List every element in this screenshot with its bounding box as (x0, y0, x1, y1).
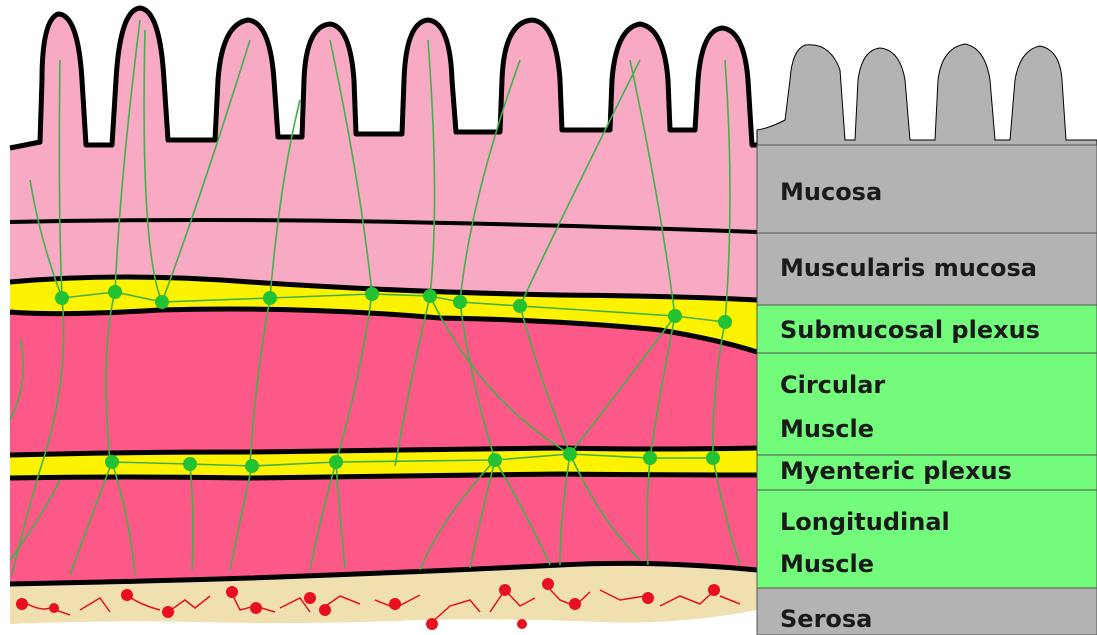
label-circular-muscle-line1: Circular (780, 371, 885, 399)
label-myenteric-plexus: Myenteric plexus (780, 457, 1012, 485)
label-longitudinal-muscle-line1: Longitudinal (780, 508, 950, 536)
label-submucosal-plexus: Submucosal plexus (780, 316, 1040, 344)
tissue-illustration (10, 8, 757, 630)
layer-legend: Mucosa Muscularis mucosa Submucosal plex… (757, 44, 1097, 635)
label-mucosa: Mucosa (780, 178, 882, 206)
label-muscularis-mucosa: Muscularis mucosa (780, 254, 1037, 282)
mucosa-layer (10, 8, 757, 300)
legend-villi-silhouette (757, 44, 1097, 145)
label-circular-muscle-line2: Muscle (780, 415, 874, 443)
label-serosa: Serosa (780, 605, 872, 633)
label-longitudinal-muscle-line2: Muscle (780, 550, 874, 578)
